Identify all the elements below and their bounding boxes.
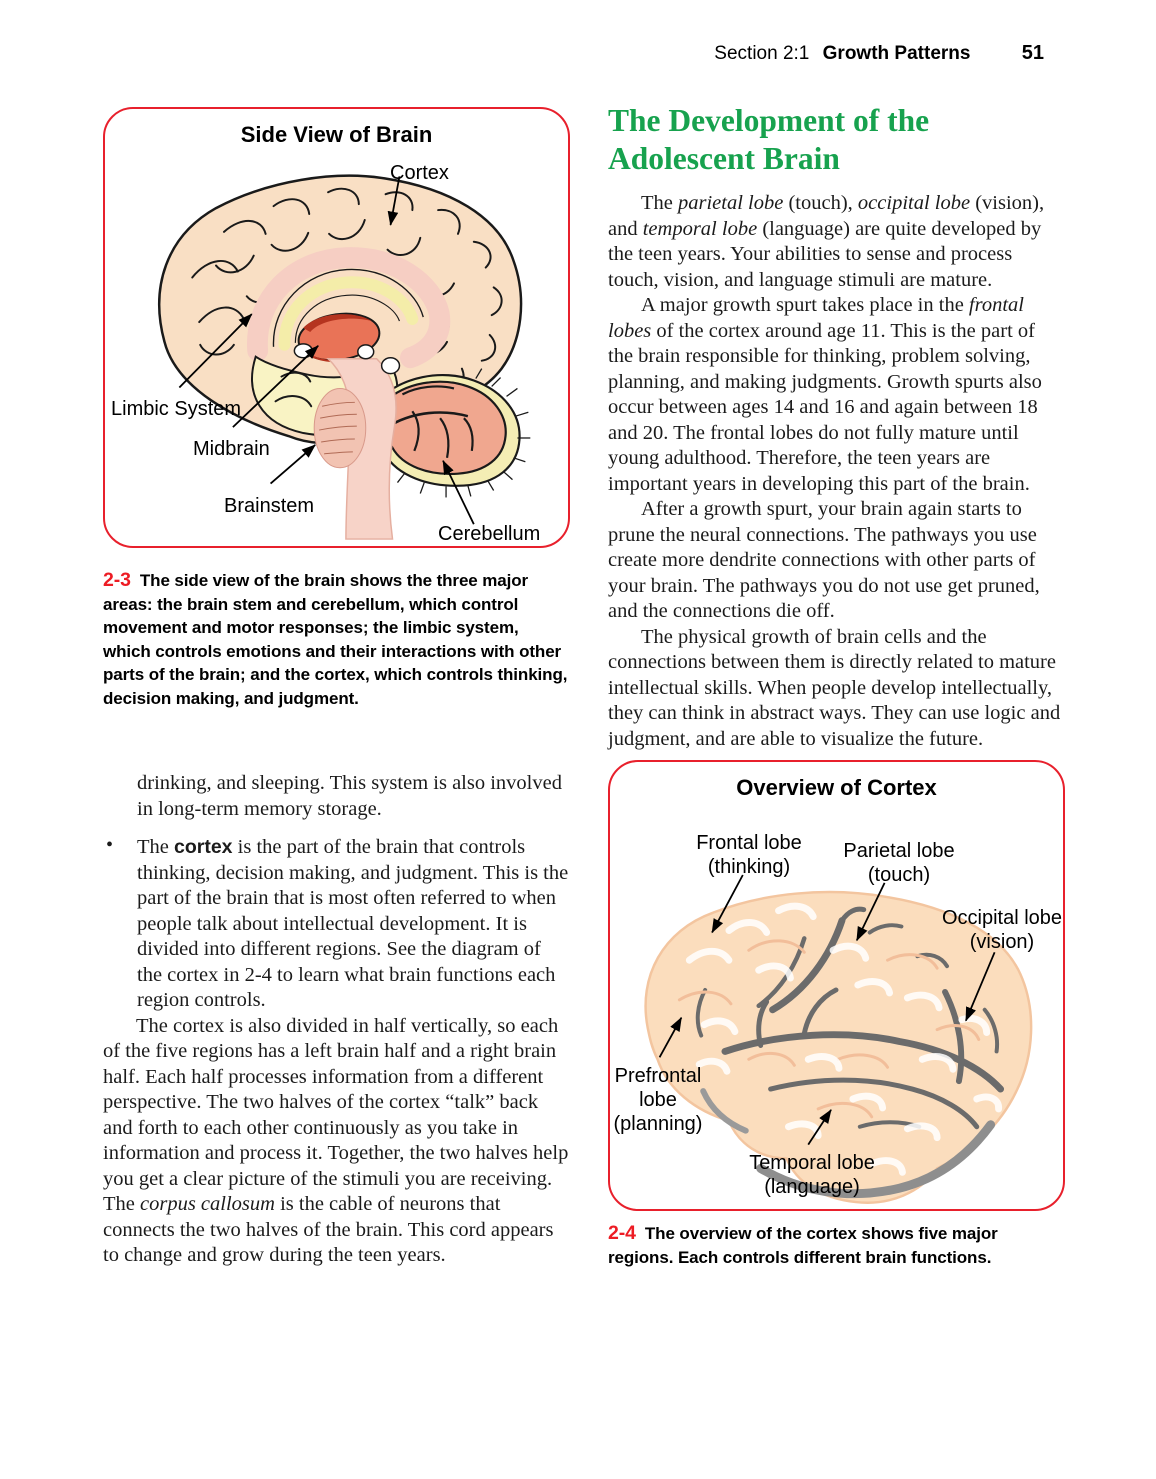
figure-2-3-number: 2-3 [103, 569, 131, 591]
corpus-callosum-band [247, 247, 451, 369]
parietal-lobe-arrow [856, 882, 886, 942]
label-cerebellum: Cerebellum [438, 523, 541, 545]
figure-overview-of-cortex: Overview of Cortex [608, 760, 1065, 1211]
figure-title: Side View of Brain [240, 122, 433, 147]
occipital-lobe-arrow [965, 951, 996, 1022]
gyri-highlights [685, 902, 1003, 1176]
bullet-paragraph: The cortex is the part of the brain that… [137, 836, 569, 1011]
limbic-system-arrow [178, 313, 253, 389]
figure-2-4-wrapper: Overview of Cortex [608, 760, 1065, 1211]
midbrain-arrow [232, 345, 319, 428]
figure-2-4-caption-text: The overview of the cortex shows five ma… [608, 1224, 998, 1267]
temporal-lobe-arrow [807, 1109, 832, 1146]
label-frontal-lobe: Frontal lobe (thinking) [696, 832, 802, 878]
figure-side-view-of-brain: Side View of Brain [103, 107, 570, 548]
cerebellum-shape [372, 368, 531, 498]
bullet-marker: • [106, 834, 114, 856]
paragraph-pruning: After a growth spurt, your brain again s… [608, 498, 1040, 622]
label-parietal-lobe: Parietal lobe (touch) [843, 840, 955, 886]
brain-shadow [700, 1088, 996, 1199]
section-label: Section 2:1 [714, 43, 810, 64]
cerebellum-fissures [391, 385, 474, 459]
gyri-lines [677, 939, 981, 1119]
frontal-lobe-arrow [711, 874, 744, 934]
cortex-arrow [387, 176, 401, 226]
chapter-title: Growth Patterns [822, 43, 971, 64]
figure-2-4-number: 2-4 [608, 1222, 636, 1244]
label-brainstem: Brainstem [224, 495, 315, 517]
side-view-brain-illustration [158, 174, 531, 540]
brain-sulci [695, 906, 1005, 1130]
cortex-overview-brain-illustration [644, 874, 1033, 1204]
label-prefrontal-lobe: Prefrontal lobe (planning) [613, 1065, 703, 1135]
figure-2-3-caption-text: The side view of the brain shows the thr… [103, 571, 568, 708]
brainstem-shape [313, 357, 397, 540]
left-column: Side View of Brain [103, 107, 570, 1269]
cortex-halves-paragraph: The cortex is also divided in half verti… [103, 1014, 569, 1267]
paragraph-intellectual-skills: The physical growth of brain cells and t… [608, 625, 1061, 750]
paragraph-growth-spurt: A major growth spurt takes place in the … [608, 294, 1042, 495]
figure-arrows [658, 874, 996, 1146]
brainstem-arrow [269, 444, 316, 485]
figure-arrows [178, 176, 475, 525]
paragraph-lobes: The parietal lobe (touch), occipital lob… [608, 192, 1045, 291]
cerebellum-arrow [442, 459, 475, 525]
label-midbrain: Midbrain [193, 438, 270, 460]
label-limbic-system: Limbic System [111, 398, 242, 420]
list-item-cortex: • The cortex is the part of the brain th… [103, 834, 570, 1014]
page-number: 51 [1021, 42, 1044, 64]
label-cortex: Cortex [390, 162, 449, 184]
lateral-brain-shape [644, 890, 1033, 1204]
right-column: The Development of the Adolescent Brain … [608, 102, 1065, 1269]
running-header: Section 2:1 Growth Patterns 51 [714, 42, 1044, 65]
label-occipital-lobe: Occipital lobe (vision) [941, 907, 1063, 953]
article-heading: The Development of the Adolescent Brain [608, 103, 930, 176]
label-temporal-lobe: Temporal lobe (language) [749, 1152, 875, 1198]
prefrontal-lobe-arrow [658, 1016, 683, 1058]
figure-title: Overview of Cortex [736, 775, 937, 800]
continuation-paragraph: drinking, and sleeping. This system is a… [137, 772, 562, 820]
pons-streaks [319, 401, 357, 455]
